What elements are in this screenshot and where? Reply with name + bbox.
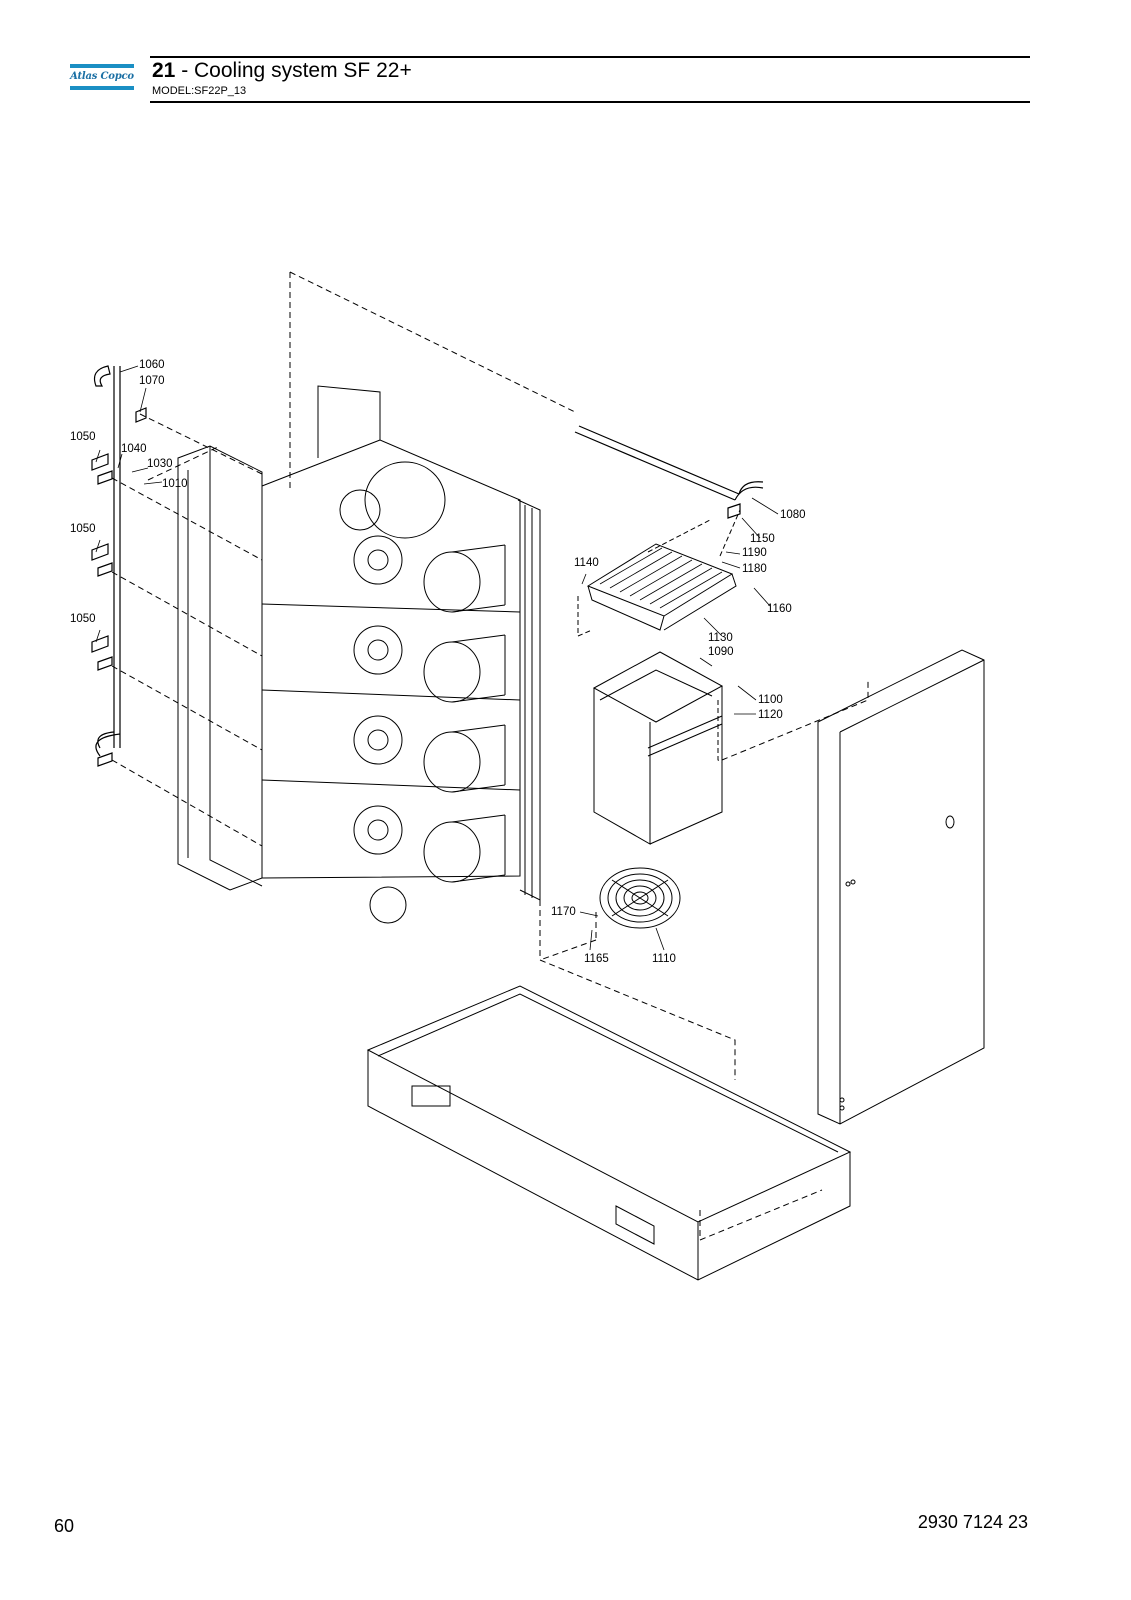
callout-label: 1160 bbox=[767, 603, 792, 615]
callout-label: 1010 bbox=[162, 478, 188, 490]
callout-leaders bbox=[95, 365, 779, 951]
atlas-copco-logo: Atlas Copco bbox=[70, 64, 134, 90]
header-rule-bottom bbox=[150, 101, 1030, 103]
callout-label: 1130 bbox=[708, 632, 733, 644]
section-number: 21 bbox=[152, 59, 176, 82]
document-number: 2930 7124 23 bbox=[917, 1512, 1028, 1532]
pipe-assembly bbox=[91, 365, 147, 767]
logo-bar-top bbox=[70, 64, 134, 68]
page-header: Atlas Copco 21 - Cooling system SF 22+ M… bbox=[70, 56, 1030, 104]
header-rule-top bbox=[150, 56, 1030, 58]
callout-label: 1110 bbox=[652, 953, 676, 965]
callout-label: 1140 bbox=[574, 557, 599, 569]
callout-label: 1050 bbox=[70, 431, 96, 443]
main-compressor-frame bbox=[261, 385, 541, 924]
callout-label: 1040 bbox=[121, 443, 147, 455]
callout-label: 1060 bbox=[139, 359, 165, 371]
callout-label: 1190 bbox=[742, 547, 767, 559]
callout-label: 1100 bbox=[758, 694, 783, 706]
callout-label: 1120 bbox=[758, 709, 783, 721]
cooler-radiator bbox=[577, 509, 741, 637]
callout-label: 1170 bbox=[551, 906, 576, 918]
section-title-text: - Cooling system SF 22+ bbox=[175, 59, 412, 82]
frame-base-dashed-leaders bbox=[539, 680, 869, 1241]
page-number: 60 bbox=[54, 1516, 75, 1536]
callout-label: 1030 bbox=[147, 458, 173, 470]
axial-fan bbox=[599, 867, 681, 929]
callout-label: 1050 bbox=[70, 613, 96, 625]
base-frame bbox=[366, 985, 852, 1281]
callout-label: 1080 bbox=[780, 509, 806, 521]
callout-label: 1150 bbox=[750, 533, 775, 545]
callout-label: 1050 bbox=[70, 523, 96, 535]
right-door-panel bbox=[817, 649, 985, 1125]
pipe-dashed-leaders bbox=[111, 413, 263, 847]
callout-label: 1180 bbox=[742, 563, 767, 575]
logo-wordmark: Atlas Copco bbox=[70, 71, 134, 82]
fan-housing-box bbox=[592, 651, 724, 845]
callout-labels: 1060 1070 1050 1040 1030 1010 1050 1050 … bbox=[70, 359, 806, 965]
model-code: MODEL:SF22P_13 bbox=[152, 85, 247, 97]
top-panel-dashed-outline bbox=[289, 271, 576, 490]
top-cooling-tube bbox=[574, 425, 764, 519]
callout-label: 1070 bbox=[139, 375, 165, 387]
section-title: 21 - Cooling system SF 22+ bbox=[152, 59, 412, 83]
left-side-panel bbox=[177, 445, 263, 891]
callout-label: 1165 bbox=[584, 953, 609, 965]
callout-label: 1090 bbox=[708, 646, 734, 658]
logo-bar-bottom bbox=[70, 86, 134, 90]
